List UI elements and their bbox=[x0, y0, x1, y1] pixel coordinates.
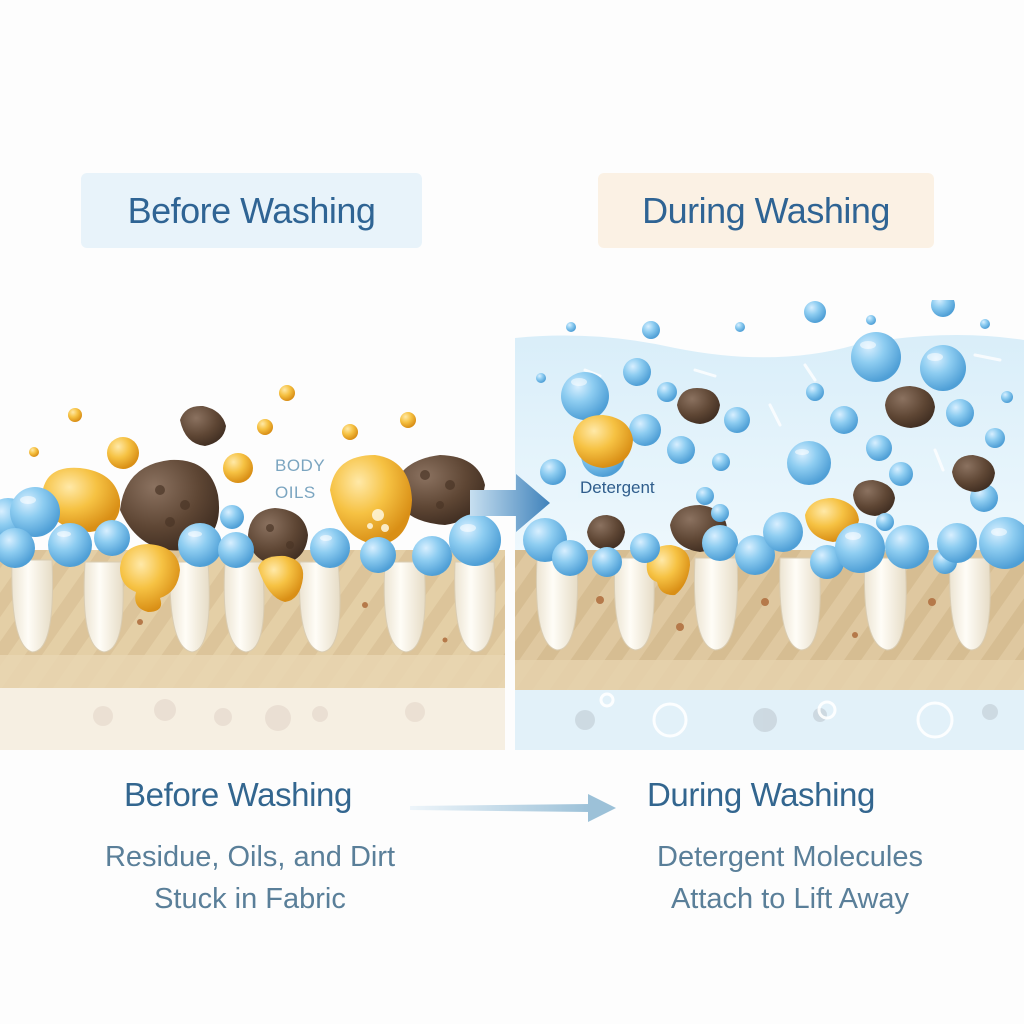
fabric-dirt-illustration bbox=[0, 385, 505, 750]
during-washing-header-text: During Washing bbox=[642, 189, 890, 231]
body-oils-annotation: BODY OILS bbox=[275, 452, 325, 506]
before-washing-header: Before Washing bbox=[81, 173, 422, 248]
during-caption-title: During Washing bbox=[647, 776, 875, 813]
before-caption-title: Before Washing bbox=[124, 776, 352, 813]
detergent-bubbles-illustration bbox=[515, 300, 1024, 750]
arrow-right-icon bbox=[470, 474, 550, 532]
during-desc-line-1: Detergent Molecules bbox=[657, 841, 923, 873]
arrow-right-icon bbox=[410, 794, 616, 822]
during-washing-illustration: Detergent bbox=[515, 300, 1024, 750]
during-caption-description: Detergent Molecules Attach to Lift Away bbox=[605, 836, 975, 920]
before-caption-description: Residue, Oils, and Dirt Stuck in Fabric bbox=[70, 836, 430, 920]
annotation-line-1: BODY bbox=[275, 456, 326, 475]
before-desc-line-1: Residue, Oils, and Dirt bbox=[104, 841, 396, 873]
during-desc-line-2: Attach to Lift Away bbox=[670, 883, 910, 915]
during-washing-header: During Washing bbox=[598, 173, 934, 248]
before-washing-header-text: Before Washing bbox=[127, 189, 376, 231]
before-desc-line-2: Stuck in Fabric bbox=[154, 883, 346, 915]
annotation-line-2: OILS bbox=[275, 483, 316, 502]
before-washing-illustration: BODY OILS bbox=[0, 300, 505, 750]
detergent-annotation: Detergent bbox=[578, 478, 657, 498]
